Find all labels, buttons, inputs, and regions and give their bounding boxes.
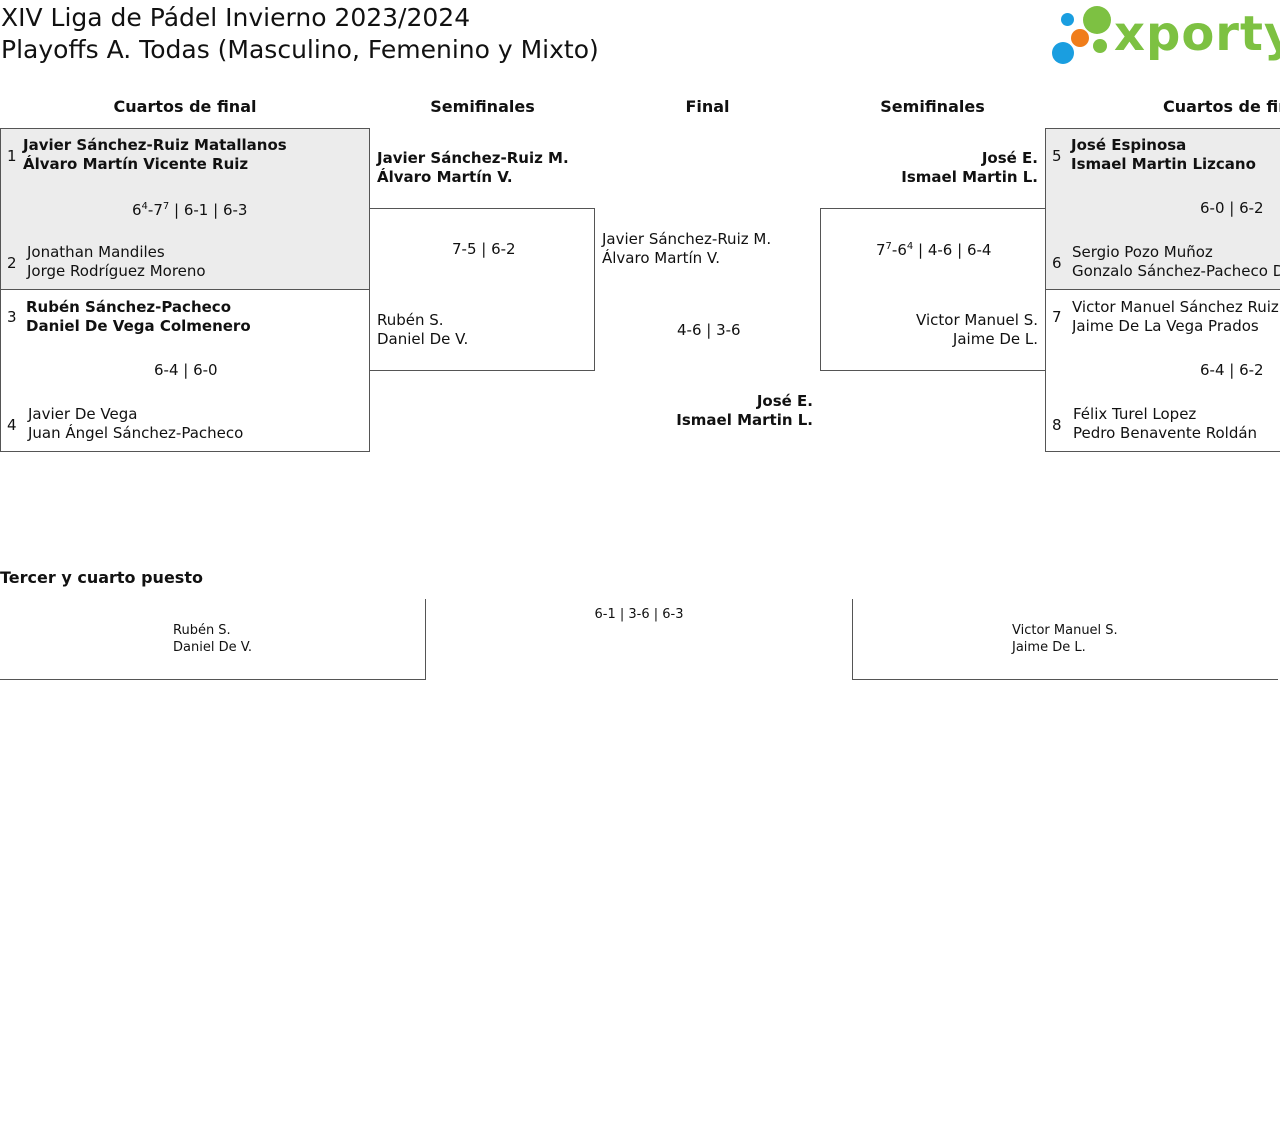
player-name: Daniel De V. xyxy=(173,640,253,655)
logo-dot-green xyxy=(1083,6,1111,34)
match-sf-right[interactable] xyxy=(820,208,1046,371)
match-score: 6-0 | 6-2 xyxy=(1200,199,1264,217)
third-place-left-slot[interactable] xyxy=(0,599,426,680)
final-score: 4-6 | 3-6 xyxy=(677,321,741,339)
logo-dot-blue-bottom xyxy=(1052,42,1074,64)
player-name: Victor Manuel S. xyxy=(1012,623,1118,638)
player-name: Rubén S. xyxy=(377,311,444,329)
third-place-right-slot[interactable] xyxy=(852,599,1278,680)
team-sf-right-bottom[interactable]: Victor Manuel S. Jaime De L. xyxy=(825,311,1038,349)
seed-number: 5 xyxy=(1052,147,1062,165)
player-name: Álvaro Martín V. xyxy=(602,249,721,267)
player-name: José Espinosa xyxy=(1071,136,1187,154)
team-qf2-bottom[interactable]: Javier De Vega Juan Ángel Sánchez-Pachec… xyxy=(28,405,243,443)
team-third-left[interactable]: Rubén S. Daniel De V. xyxy=(173,622,252,656)
page-title: XIV Liga de Pádel Invierno 2023/2024 xyxy=(1,3,471,32)
column-heading-qf-left: Cuartos de final xyxy=(113,97,257,116)
player-name: José E. xyxy=(756,392,813,410)
team-qf3-top[interactable]: José Espinosa Ismael Martin Lizcano xyxy=(1071,136,1256,174)
seed-number: 6 xyxy=(1052,254,1062,272)
player-name: Jaime De La Vega Prados xyxy=(1072,317,1259,335)
team-sf-left-top[interactable]: Javier Sánchez-Ruiz M. Álvaro Martín V. xyxy=(377,149,569,187)
player-name: Félix Turel Lopez xyxy=(1073,405,1197,423)
match-score: 7-5 | 6-2 xyxy=(452,240,516,258)
player-name: Sergio Pozo Muñoz xyxy=(1072,243,1213,261)
player-name: Jaime De L. xyxy=(1012,640,1086,655)
seed-number: 4 xyxy=(7,416,17,434)
seed-number: 3 xyxy=(7,308,17,326)
player-name: Rubén S. xyxy=(173,623,231,638)
team-qf1-top[interactable]: Javier Sánchez-Ruiz Matallanos Álvaro Ma… xyxy=(23,136,287,174)
team-qf3-bottom[interactable]: Sergio Pozo Muñoz Gonzalo Sánchez-Pachec… xyxy=(1072,243,1280,281)
team-third-right[interactable]: Victor Manuel S. Jaime De L. xyxy=(1012,622,1118,656)
player-name: Daniel De V. xyxy=(377,330,469,348)
third-place-heading: Tercer y cuarto puesto xyxy=(0,568,203,587)
column-heading-final: Final xyxy=(685,97,730,116)
xporty-logo[interactable]: xporty xyxy=(1050,4,1280,68)
team-final-top[interactable]: Javier Sánchez-Ruiz M. Álvaro Martín V. xyxy=(602,230,771,268)
match-sf-left[interactable] xyxy=(369,208,595,371)
player-name: Javier Sánchez-Ruiz M. xyxy=(377,149,569,167)
match-score: 6-4 | 6-0 xyxy=(154,361,218,379)
match-score: 6-4 | 6-2 xyxy=(1200,361,1264,379)
player-name: Ismael Martin Lizcano xyxy=(1071,155,1256,173)
player-name: Álvaro Martín V. xyxy=(377,168,513,186)
seed-number: 2 xyxy=(7,254,17,272)
player-name: Ismael Martin L. xyxy=(901,168,1038,186)
logo-dot-orange xyxy=(1071,29,1089,47)
team-sf-right-top[interactable]: José E. Ismael Martin L. xyxy=(825,149,1038,187)
player-name: Jaime De L. xyxy=(952,330,1038,348)
column-heading-sf-left: Semifinales xyxy=(430,97,535,116)
logo-dot-blue-top xyxy=(1061,13,1074,26)
page-subtitle: Playoffs A. Todas (Masculino, Femenino y… xyxy=(1,35,599,64)
player-name: Ismael Martin L. xyxy=(676,411,813,429)
team-qf4-bottom[interactable]: Félix Turel Lopez Pedro Benavente Roldán xyxy=(1073,405,1257,443)
player-name: Jonathan Mandiles xyxy=(27,243,165,261)
player-name: Javier De Vega xyxy=(28,405,138,423)
player-name: Juan Ángel Sánchez-Pacheco xyxy=(28,424,244,442)
player-name: Rubén Sánchez-Pacheco xyxy=(26,298,231,316)
team-qf1-bottom[interactable]: Jonathan Mandiles Jorge Rodríguez Moreno xyxy=(27,243,206,281)
player-name: Victor Manuel Sánchez Ruiz xyxy=(1072,298,1279,316)
third-place-score: 6-1 | 3-6 | 6-3 xyxy=(594,607,684,622)
logo-dot-green-small xyxy=(1093,39,1107,53)
seed-number: 7 xyxy=(1052,308,1062,326)
player-name: Daniel De Vega Colmenero xyxy=(26,317,251,335)
player-name: Jorge Rodríguez Moreno xyxy=(27,262,206,280)
player-name: Gonzalo Sánchez-Pacheco D xyxy=(1072,262,1280,280)
team-qf4-top[interactable]: Victor Manuel Sánchez Ruiz Jaime De La V… xyxy=(1072,298,1280,336)
seed-number: 1 xyxy=(7,147,17,165)
match-qf-1[interactable] xyxy=(0,128,370,290)
player-name: José E. xyxy=(981,149,1038,167)
match-score: 77-64 | 4-6 | 6-4 xyxy=(876,241,992,259)
logo-wordmark: xporty xyxy=(1114,6,1280,62)
team-final-bottom[interactable]: José E. Ismael Martin L. xyxy=(600,392,813,430)
player-name: Victor Manuel S. xyxy=(916,311,1038,329)
match-score: 64-77 | 6-1 | 6-3 xyxy=(132,201,248,219)
match-qf-4[interactable] xyxy=(1045,289,1280,452)
team-sf-left-bottom[interactable]: Rubén S. Daniel De V. xyxy=(377,311,468,349)
player-name: Álvaro Martín Vicente Ruiz xyxy=(23,155,249,173)
player-name: Javier Sánchez-Ruiz Matallanos xyxy=(23,136,287,154)
team-qf2-top[interactable]: Rubén Sánchez-Pacheco Daniel De Vega Col… xyxy=(26,298,251,336)
player-name: Javier Sánchez-Ruiz M. xyxy=(602,230,772,248)
column-heading-qf-right: Cuartos de final xyxy=(1163,97,1280,116)
seed-number: 8 xyxy=(1052,416,1062,434)
player-name: Pedro Benavente Roldán xyxy=(1073,424,1258,442)
column-heading-sf-right: Semifinales xyxy=(880,97,985,116)
